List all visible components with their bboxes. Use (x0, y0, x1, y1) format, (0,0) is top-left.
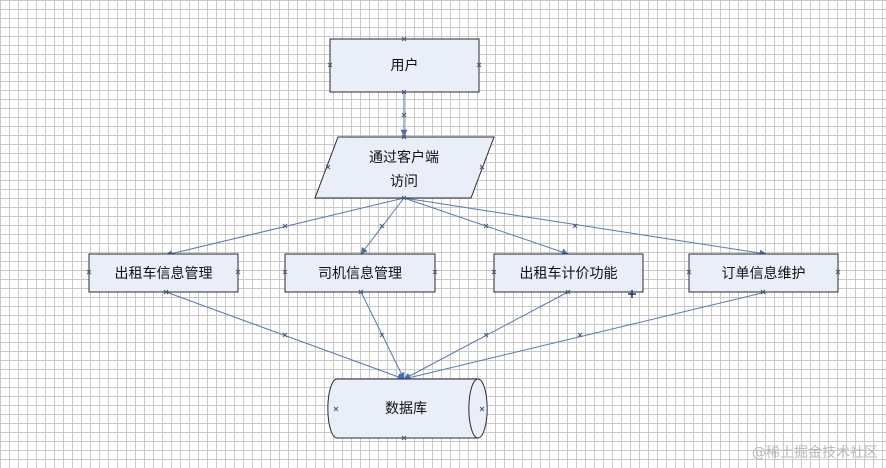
node-database[interactable]: 数据库 (327, 378, 488, 439)
node-access-via-client[interactable]: 通过客户端 访问 (314, 136, 495, 199)
node-user-label: 用户 (391, 57, 419, 74)
node-taxi-billing-label: 出租车计价功能 (520, 265, 618, 282)
node-database-label: 数据库 (385, 401, 427, 417)
node-order-maint[interactable]: 订单信息维护 (688, 253, 839, 293)
cursor-crosshair-icon (628, 290, 636, 298)
node-taxi-billing[interactable]: 出租车计价功能 (493, 253, 644, 293)
node-driver-info-label: 司机信息管理 (318, 265, 402, 282)
node-access-label-line1: 通过客户端 (369, 149, 439, 166)
watermark: @稀土掘金技术社区 (752, 445, 878, 461)
connectors (165, 92, 767, 381)
node-driver-info[interactable]: 司机信息管理 (284, 253, 436, 293)
node-access-label-line2: 访问 (390, 174, 418, 190)
node-taxi-info-label: 出租车信息管理 (115, 265, 213, 282)
connection-markers (86, 36, 841, 441)
node-order-maint-label: 订单信息维护 (722, 265, 806, 282)
edge-access-to-order-maint (403, 197, 767, 257)
node-user[interactable]: 用户 (329, 38, 480, 93)
edge-order-maint-to-db (403, 291, 767, 381)
node-taxi-info[interactable]: 出租车信息管理 (88, 253, 239, 293)
